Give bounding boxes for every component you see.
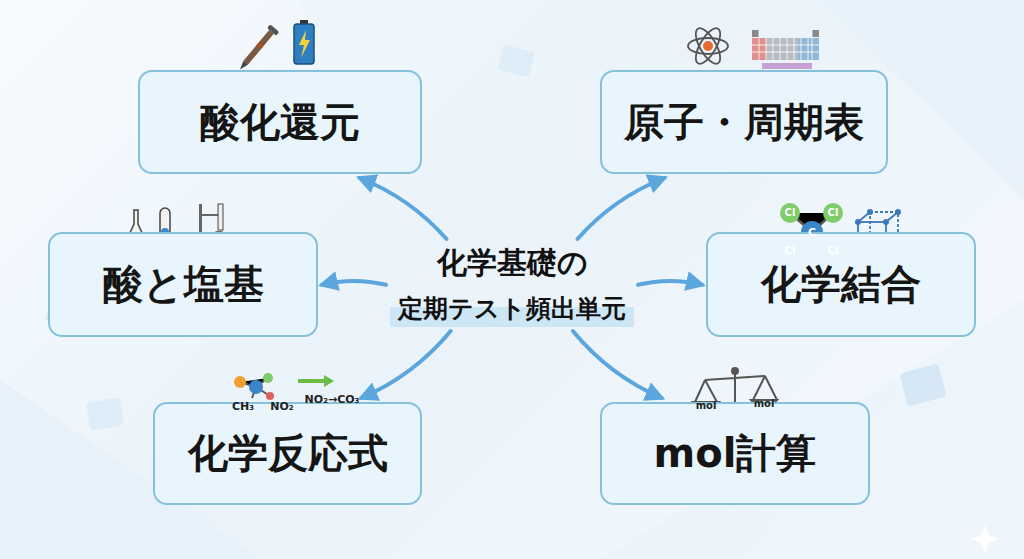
- topic-box: 酸と塩基: [48, 232, 318, 337]
- icon-label: Cl: [828, 246, 839, 256]
- topic-arrow: [360, 178, 447, 239]
- icon-label: NO₂: [270, 401, 293, 412]
- reaction-molecule-icon: [234, 373, 274, 400]
- center-subtitle: 定期テスト頻出単元: [390, 290, 634, 327]
- icon-label: Cl: [785, 246, 796, 256]
- icon-label: Cl: [828, 208, 839, 218]
- topic-box: 化学結合: [706, 232, 976, 337]
- topic-arrow: [361, 331, 450, 398]
- icon-label: mol: [696, 401, 717, 411]
- topic-label: 化学結合: [761, 257, 921, 312]
- nail-icon: [235, 24, 279, 73]
- topic-box: 原子・周期表: [600, 70, 888, 174]
- atom-icon: [688, 25, 728, 68]
- topic-arrow: [577, 178, 664, 239]
- center-title: 化学基礎の: [390, 243, 634, 284]
- topic-label: mol計算: [654, 426, 817, 481]
- periodic-table-icon: [752, 30, 819, 69]
- icon-label: mol: [754, 399, 775, 409]
- icon-label: CH₃: [232, 401, 254, 412]
- topic-label: 酸化還元: [200, 95, 360, 150]
- topic-arrow: [322, 281, 386, 285]
- icon-label: C: [808, 227, 816, 238]
- icon-label: Cl: [785, 208, 796, 218]
- center-topic: 化学基礎の定期テスト頻出単元: [390, 243, 634, 327]
- topic-arrow: [638, 281, 702, 285]
- topic-box: 化学反応式: [153, 402, 422, 505]
- topic-box: mol計算: [600, 402, 870, 505]
- topic-label: 化学反応式: [188, 426, 388, 481]
- topic-arrow: [573, 331, 662, 398]
- topic-label: 酸と塩基: [103, 257, 264, 312]
- topic-box: 酸化還元: [138, 70, 422, 174]
- battery-icon: [294, 20, 314, 64]
- icon-label: NO₂→CO₃: [305, 394, 360, 405]
- topic-label: 原子・周期表: [624, 95, 864, 150]
